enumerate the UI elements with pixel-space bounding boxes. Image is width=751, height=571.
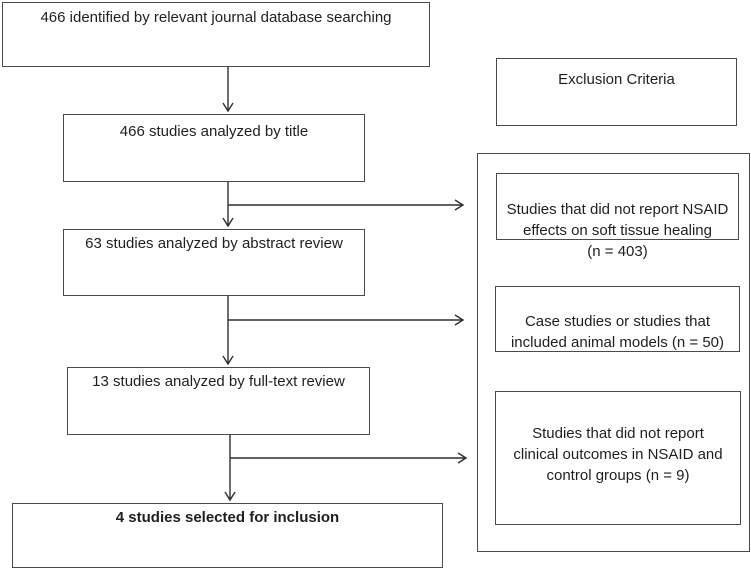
exclusion-item-case-animal: Case studies or studies that included an… <box>495 286 740 352</box>
flow-box-title-review-label: 466 studies analyzed by title <box>119 123 309 140</box>
exclusion-item-nsaid-effects-label: Studies that did not report NSAID effect… <box>506 201 729 260</box>
exclusion-criteria-header-label: Exclusion Criteria <box>558 71 675 88</box>
exclusion-criteria-header-box: Exclusion Criteria <box>496 58 737 126</box>
flow-box-identified: 466 identified by relevant journal datab… <box>2 2 430 67</box>
flow-box-fulltext-review-label: 13 studies analyzed by full-text review <box>92 373 345 390</box>
flow-box-abstract-review: 63 studies analyzed by abstract review <box>63 229 365 296</box>
flow-box-abstract-review-label: 63 studies analyzed by abstract review <box>85 235 343 252</box>
exclusion-criteria-container <box>477 153 750 552</box>
exclusion-item-clinical-outcomes-label: Studies that did not report clinical out… <box>513 425 723 484</box>
flow-box-title-review: 466 studies analyzed by title <box>63 114 365 182</box>
exclusion-item-nsaid-effects: Studies that did not report NSAID effect… <box>496 173 739 260</box>
flow-box-fulltext-review: 13 studies analyzed by full-text review <box>67 367 370 435</box>
exclusion-item-case-animal-label: Case studies or studies that included an… <box>510 313 725 351</box>
flow-box-included-label: 4 studies selected for inclusion <box>115 509 340 526</box>
flow-box-identified-label: 466 identified by relevant journal datab… <box>40 9 392 26</box>
flow-box-included: 4 studies selected for inclusion <box>12 503 443 568</box>
exclusion-item-clinical-outcomes: Studies that did not report clinical out… <box>495 391 741 525</box>
